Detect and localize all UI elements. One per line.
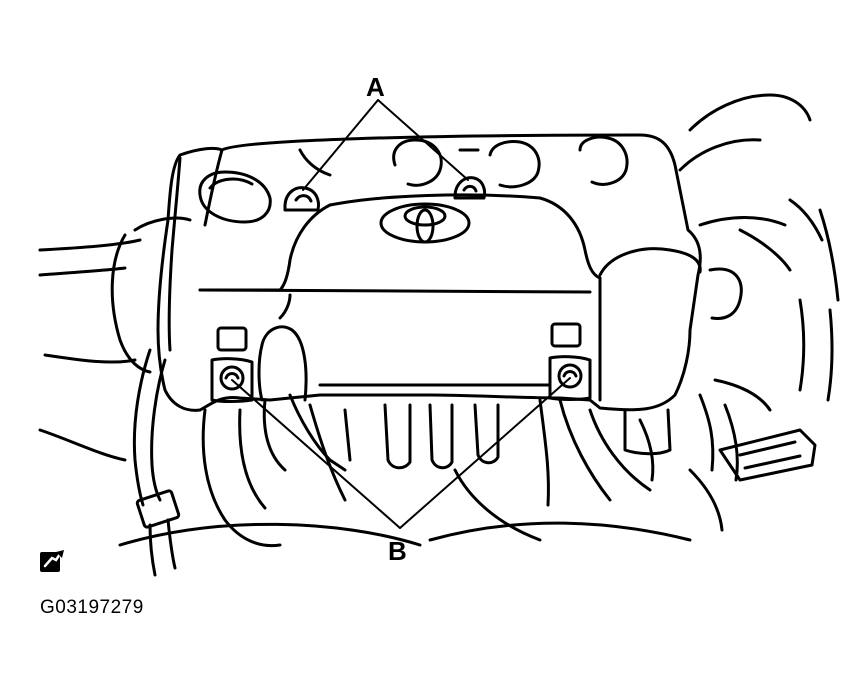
wrench-note-icon <box>40 550 64 572</box>
background-hoses <box>38 93 840 577</box>
fastener-a-right <box>453 176 487 200</box>
callout-line-b-right <box>399 377 571 529</box>
oil-filler-cap <box>198 170 272 224</box>
callout-label-b: B <box>388 536 407 566</box>
figure-code: G03197279 <box>40 597 144 618</box>
fastener-a-left <box>283 186 320 212</box>
toyota-logo <box>379 202 471 244</box>
callout-line-a-left <box>302 99 379 191</box>
callout-line-a-right <box>377 99 469 181</box>
fastener-b-right <box>557 363 583 389</box>
fastener-b-left <box>219 365 245 391</box>
callout-label-a: A <box>366 72 385 102</box>
engine-cover <box>156 133 702 412</box>
callout-lines <box>231 99 571 529</box>
callout-line-b-left <box>231 379 401 529</box>
